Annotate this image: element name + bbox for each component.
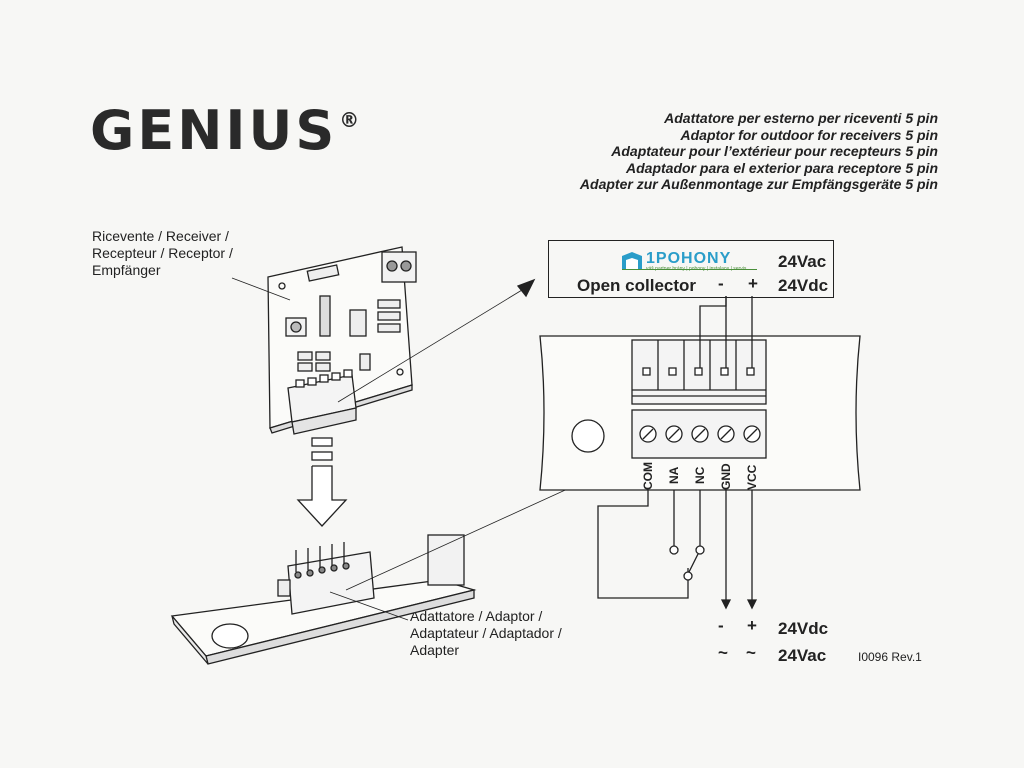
brand-name: GENIUS	[90, 99, 338, 162]
document-code: I0096 Rev.1	[858, 650, 922, 664]
projection-line-bottom	[345, 475, 597, 591]
dc-minus-symbol: -	[718, 274, 724, 293]
brand-logo: GENIUS®	[90, 104, 362, 158]
receiver-board	[267, 246, 417, 435]
bottom-ac-tilde-1: ~	[718, 643, 728, 662]
title-es: Adaptador para el exterior para receptor…	[626, 159, 938, 176]
open-collector-label: Open collector	[577, 276, 697, 295]
adaptor-callout-line: Adapter	[410, 642, 460, 658]
terminal-na: NA	[667, 466, 681, 484]
projection-arrow-top	[516, 278, 536, 298]
mounting-hole	[571, 419, 605, 453]
adaptor-callout: Adattatore / Adaptor / Adaptateur / Adap…	[410, 608, 562, 659]
bottom-ac-voltage: 24Vac	[778, 646, 827, 665]
receiver-callout-line: Empfänger	[92, 262, 161, 278]
projection-line-top	[337, 289, 523, 403]
com-wire	[597, 490, 689, 599]
screw-terminals	[639, 425, 761, 443]
watermark-logo-subtitle: váš partner brány | pohony | instalace |…	[646, 266, 747, 272]
bottom-dc-voltage: 24Vdc	[778, 619, 829, 638]
adaptor-callout-line: Adattatore / Adaptor /	[410, 608, 543, 624]
adaptor-board	[170, 534, 477, 665]
receiver-callout-line: Recepteur / Receptor /	[92, 245, 233, 261]
ac-voltage-label: 24Vac	[778, 252, 827, 271]
adaptor-callout-line: Adaptateur / Adaptador /	[410, 625, 562, 641]
terminal-gnd: GND	[719, 463, 733, 490]
receiver-callout: Ricevente / Receiver / Recepteur / Recep…	[92, 228, 233, 279]
title-it: Adattatore per esterno per riceventi 5 p…	[664, 110, 938, 126]
terminal-com: COM	[641, 462, 655, 490]
supply-box	[548, 240, 834, 298]
dc-voltage-label: 24Vdc	[778, 276, 829, 295]
bottom-dc-plus: +	[747, 616, 757, 635]
insert-arrow	[296, 437, 348, 527]
bottom-ac-tilde-2: ~	[746, 643, 756, 662]
watermark-logo-text: 1POHONY	[646, 250, 732, 267]
dc-plus-symbol: +	[748, 274, 758, 293]
terminal-nc: NC	[693, 466, 707, 484]
registered-mark: ®	[339, 108, 363, 132]
bottom-dc-minus: -	[718, 616, 724, 635]
title-en: Adaptor for outdoor for receivers 5 pin	[680, 126, 938, 143]
terminal-vcc: VCC	[745, 464, 759, 490]
title-block: Adattatore per esterno per riceventi 5 p…	[580, 110, 938, 193]
adaptor-leader	[329, 591, 409, 621]
title-fr: Adaptateur pour l’extérieur pour recepte…	[611, 143, 938, 159]
watermark-logo	[622, 252, 757, 270]
receiver-leader	[231, 277, 291, 301]
title-de: Adapter zur Außenmontage zur Empfängsger…	[579, 176, 938, 192]
receiver-callout-line: Ricevente / Receiver /	[92, 228, 229, 244]
